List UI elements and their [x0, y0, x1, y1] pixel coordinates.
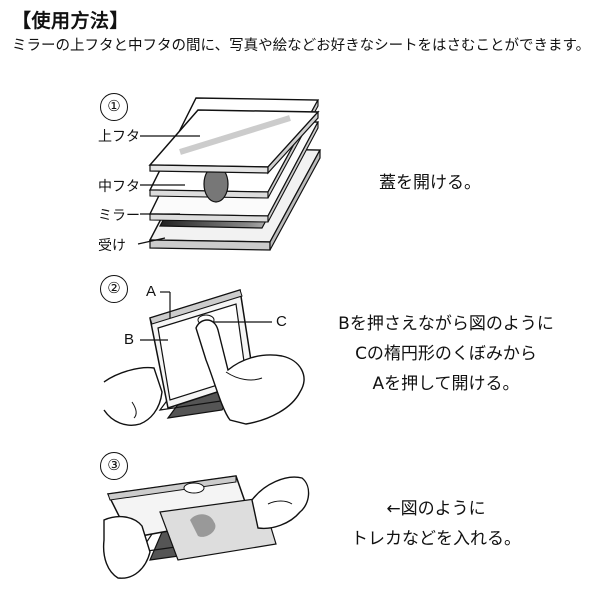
- step-1-number: ①: [100, 93, 128, 121]
- usage-intro: ミラーの上フタと中フタの間に、写真や絵などお好きなシートをはさむことができます。: [12, 38, 591, 54]
- step-2-caption: Bを押さえながら図のように Cの楕円形のくぼみから Aを押して開ける。: [306, 309, 586, 399]
- step-3-number: ③: [100, 452, 128, 480]
- step-3-caption: ←図のように トレカなどを入れる。: [336, 494, 536, 554]
- label-middle-lid: 中フタ: [98, 179, 140, 195]
- label-a: A: [146, 283, 157, 300]
- step-3-caption-line-2: トレカなどを入れる。: [351, 529, 521, 549]
- step-1-caption-line: 蓋を開ける。: [379, 173, 481, 193]
- label-c: C: [276, 313, 287, 330]
- label-upper-lid: 上フタ: [98, 129, 140, 145]
- label-b: B: [124, 331, 135, 348]
- label-mirror: ミラー: [98, 208, 140, 224]
- step-2-caption-line-3: Aを押して開ける。: [372, 374, 520, 394]
- step-1-caption: 蓋を開ける。: [340, 168, 520, 198]
- usage-heading: 【使用方法】: [12, 10, 130, 32]
- step-3-caption-line-1: ←図のように: [386, 499, 486, 519]
- step-2-number: ②: [100, 275, 128, 303]
- step-2-caption-line-2: Cの楕円形のくぼみから: [355, 344, 537, 364]
- label-base: 受け: [98, 238, 126, 254]
- step-2-caption-line-1: Bを押さえながら図のように: [338, 314, 554, 334]
